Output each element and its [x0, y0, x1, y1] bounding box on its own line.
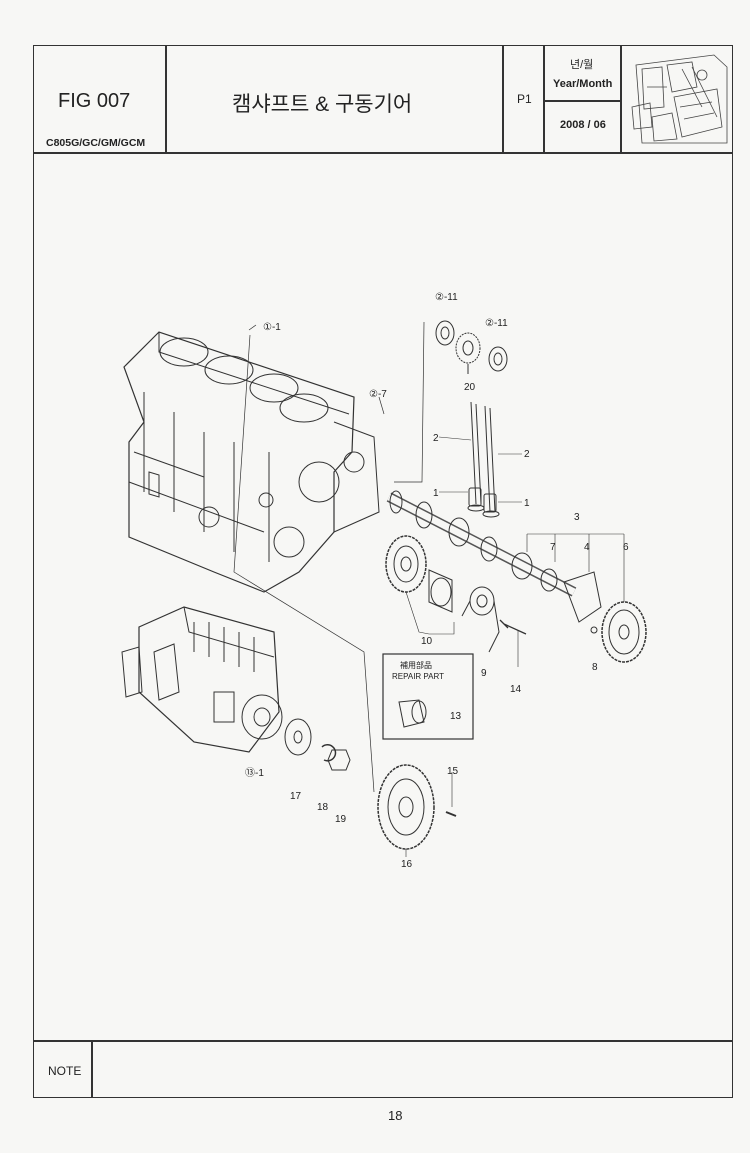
repair-part-box [382, 653, 474, 740]
part-number-13: 13 [450, 711, 462, 722]
part-number-14: 14 [510, 684, 522, 695]
part-number-4: 4 [584, 542, 590, 553]
callout-2-11-a: ②-11 [435, 292, 458, 303]
note-label: NOTE [48, 1064, 82, 1078]
note-top-line [33, 1040, 733, 1042]
repair-part-label: REPAIR PART [392, 672, 444, 681]
year-month-label: Year/Month [553, 78, 613, 90]
part-number-6: 6 [623, 542, 629, 553]
part-number-18: 18 [317, 802, 329, 813]
header-col-divider-1 [165, 45, 167, 153]
sheet-number: P1 [517, 92, 532, 106]
part-number-3: 3 [574, 512, 580, 523]
header-col-divider-2 [502, 45, 504, 153]
part-number-2-left: 2 [433, 433, 439, 444]
callout-13-1: ⑬-1 [245, 767, 264, 779]
callout-2-11-b: ②-11 [485, 318, 508, 329]
header-divider [33, 152, 733, 154]
coupling-flange [284, 718, 312, 756]
issue-date: 2008 / 06 [560, 119, 606, 131]
date-cell-divider [543, 100, 621, 102]
bushing [461, 586, 500, 653]
crank-gear [385, 535, 455, 635]
part-number-1-left: 1 [433, 488, 439, 499]
engine-block [123, 331, 380, 593]
part-number-10: 10 [421, 636, 433, 647]
page-frame [33, 45, 733, 1098]
part-number-1-right: 1 [524, 498, 530, 509]
figure-number: FIG 007 [58, 90, 131, 112]
exploded-parts-drawing: ①-1 ②-11 ②-11 ②-7 ⑬-1 20 2 2 1 1 3 7 4 6… [121, 292, 647, 870]
machine-thumbnail [631, 54, 728, 144]
part-number-17: 17 [290, 791, 302, 802]
header-col-divider-4 [620, 45, 622, 153]
model-list: C805G/GC/GM/GCM [46, 137, 146, 149]
push-rods [438, 401, 522, 518]
callout-1-1: ①-1 [263, 322, 281, 333]
year-month-label-ko: 년/월 [570, 59, 594, 71]
part-number-2-right: 2 [524, 449, 530, 460]
cam-gear [601, 601, 647, 663]
page-title: 캠샤프트 & 구동기어 [232, 93, 413, 116]
part-number-15: 15 [447, 766, 459, 777]
part-number-16: 16 [401, 859, 413, 870]
idler-gear-assembly [435, 320, 508, 374]
note-divider [91, 1040, 93, 1098]
thrust-plate [563, 571, 602, 623]
part-number-20: 20 [464, 382, 476, 393]
header-col-divider-3 [543, 45, 545, 153]
part-number-9: 9 [481, 668, 487, 679]
camshaft [386, 490, 577, 597]
pump-gear [377, 764, 457, 857]
repair-part-label-cjk: 補用部品 [400, 660, 432, 670]
page-number: 18 [388, 1108, 403, 1123]
injection-pump [121, 606, 283, 753]
part-number-19: 19 [335, 814, 347, 825]
part-number-7: 7 [550, 542, 556, 553]
part-number-8: 8 [592, 662, 598, 673]
callout-2-7: ②-7 [369, 389, 387, 400]
